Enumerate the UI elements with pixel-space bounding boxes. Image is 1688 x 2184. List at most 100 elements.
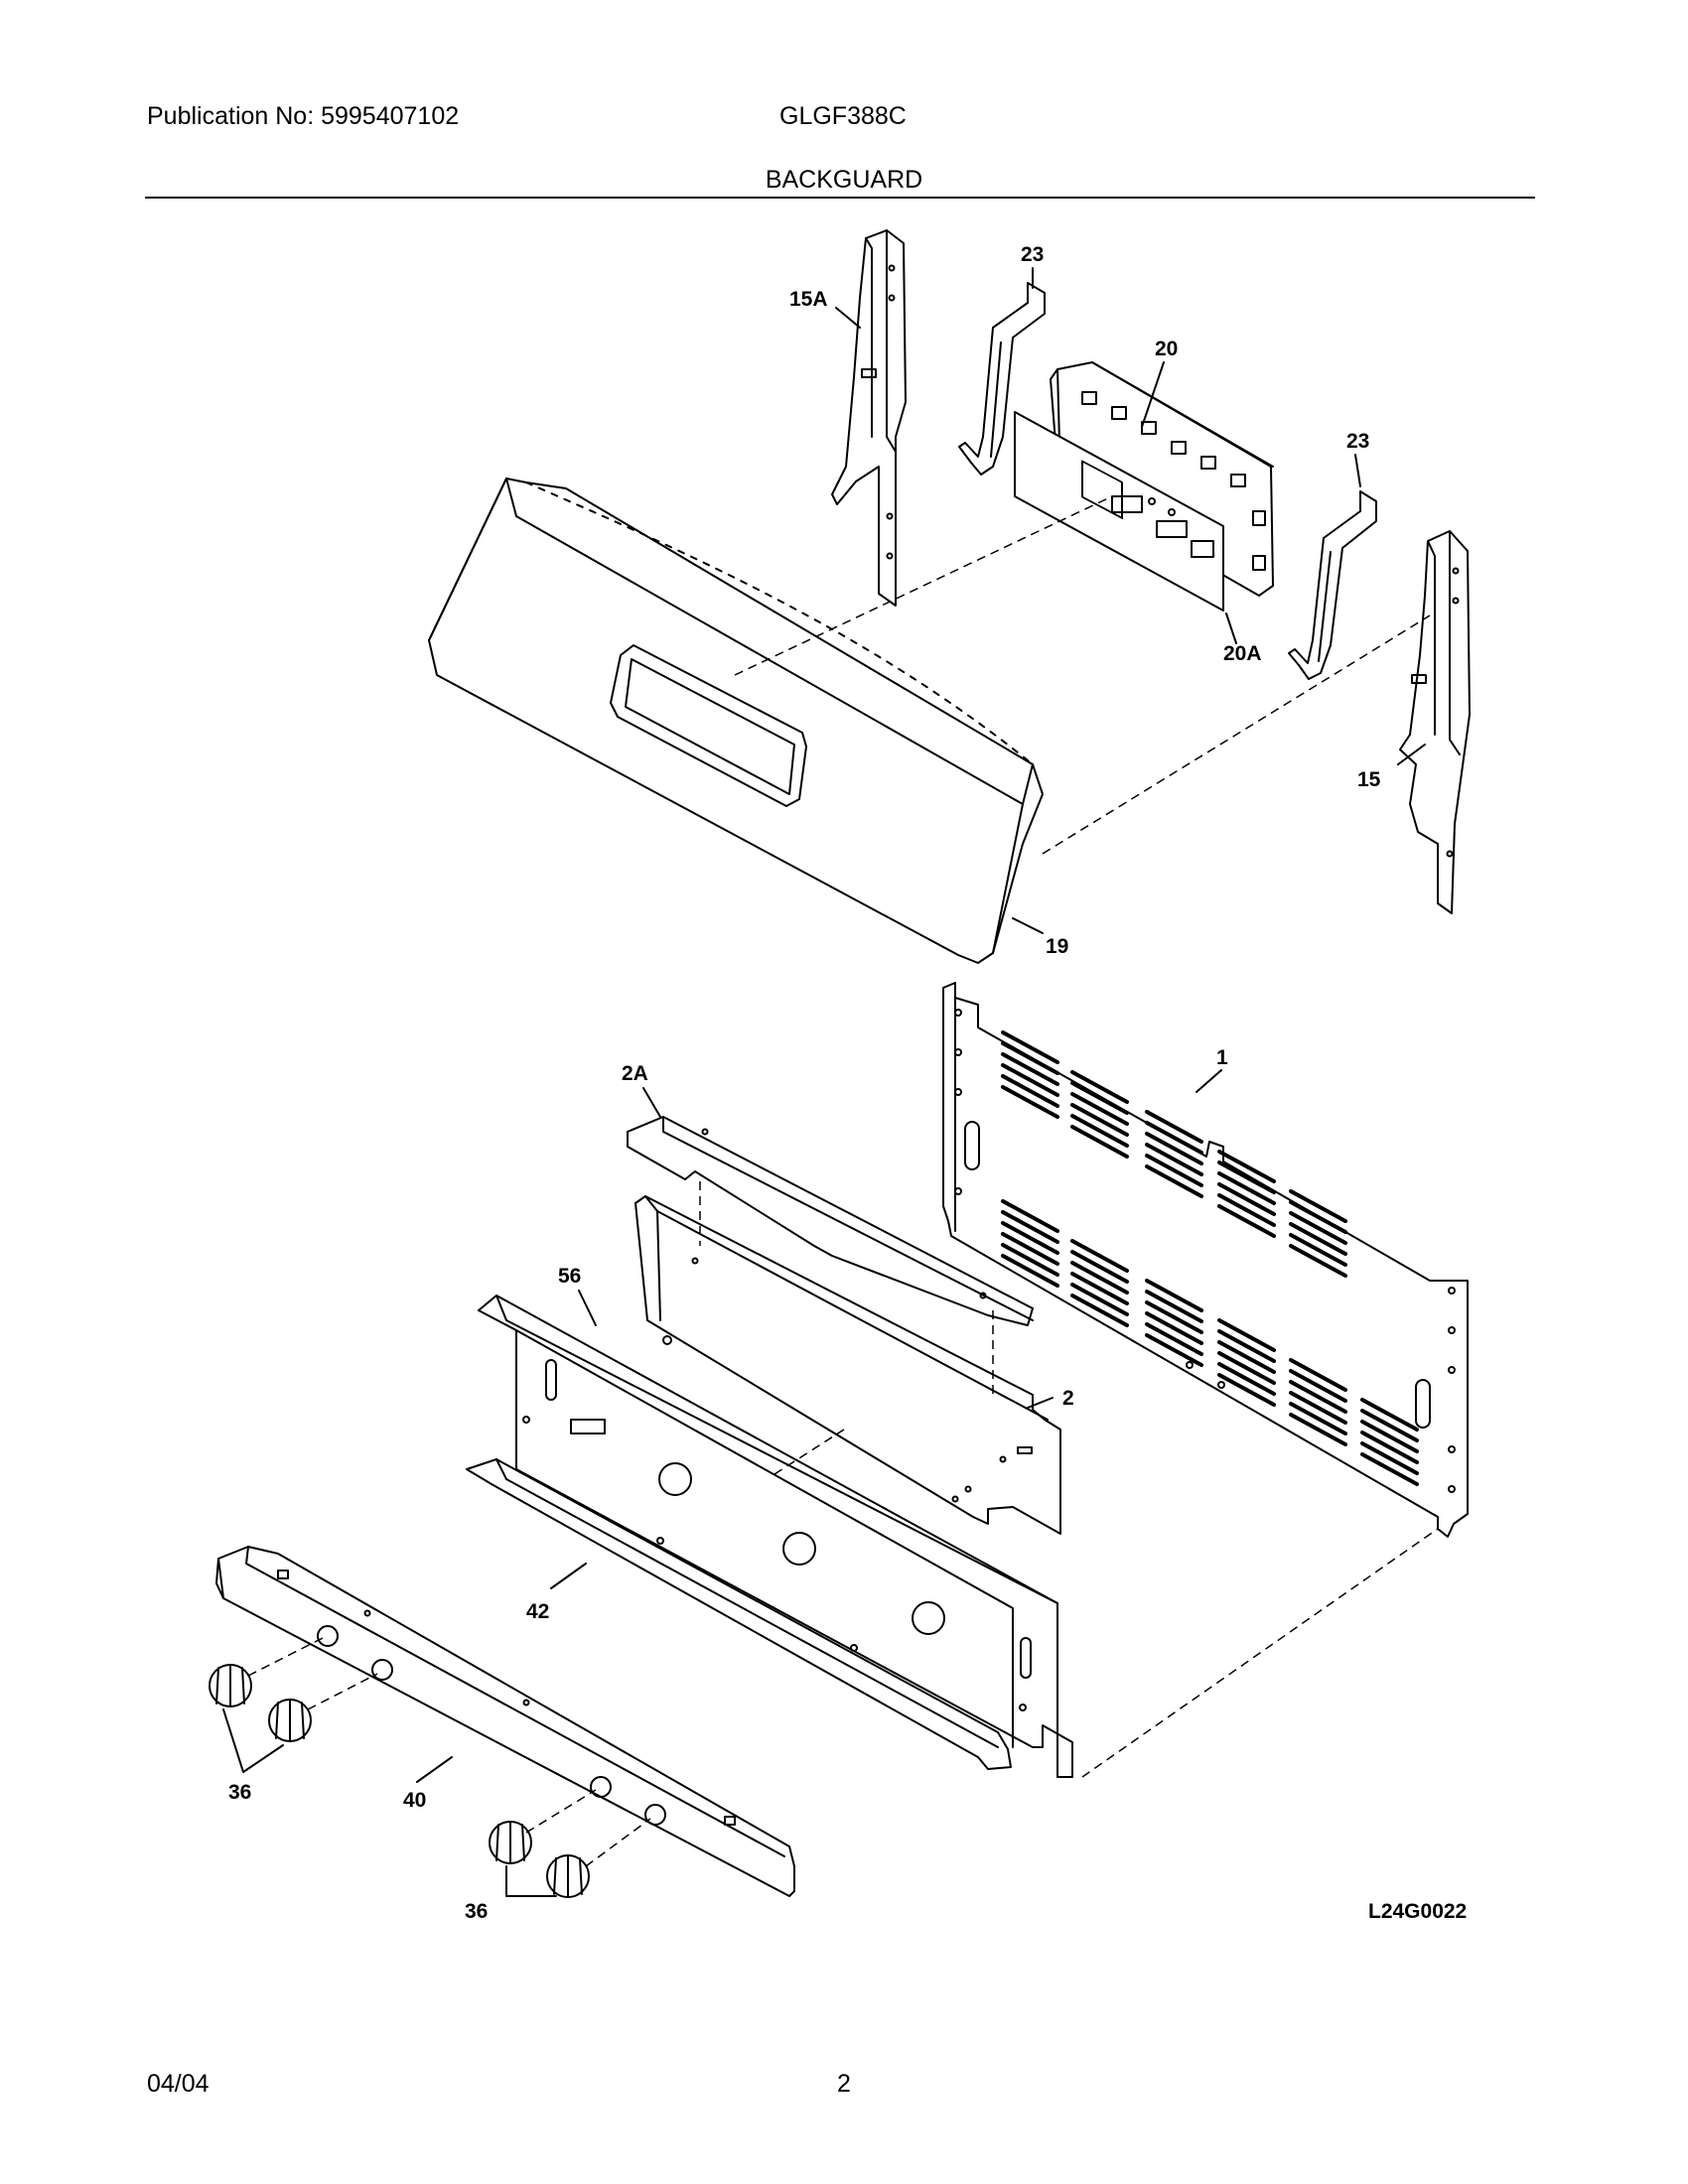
callout-36-upper: 36 — [228, 1781, 251, 1804]
back-panel-vent-slots — [1001, 1030, 1419, 1486]
callout-15: 15 — [1357, 768, 1381, 791]
vent-slot — [1289, 1402, 1347, 1435]
part-56-manifold-panel — [478, 1295, 1073, 1778]
part-20A-display-overlay — [1014, 411, 1224, 612]
vent-slot — [1001, 1063, 1059, 1097]
vent-slot — [1217, 1150, 1276, 1183]
vent-slot — [1360, 1441, 1419, 1475]
callout-36-lower: 36 — [465, 1900, 488, 1923]
part-36-knob-3 — [489, 1821, 532, 1864]
footer-page-number: 2 — [837, 2070, 851, 2098]
guide-line-board-to-console — [734, 495, 1113, 676]
vent-slot — [1070, 1239, 1129, 1273]
vent-slot — [1145, 1121, 1203, 1155]
vent-slot — [1289, 1369, 1347, 1403]
footer-date: 04/04 — [147, 2070, 210, 2098]
vent-slot — [1217, 1160, 1276, 1194]
vent-slot — [1145, 1322, 1203, 1356]
vent-slot — [1145, 1110, 1203, 1144]
vent-slot — [1070, 1092, 1129, 1126]
callout-2A: 2A — [622, 1062, 648, 1085]
callout-1: 1 — [1216, 1046, 1228, 1069]
guide-line-knob-4 — [585, 1818, 651, 1867]
part-15A-left-end-bracket — [831, 229, 907, 607]
vent-slot — [1217, 1351, 1276, 1385]
callout-2: 2 — [1062, 1387, 1074, 1410]
vent-slot — [1217, 1373, 1276, 1407]
vent-slot — [1070, 1125, 1129, 1159]
vent-slot — [1145, 1164, 1203, 1198]
callout-42: 42 — [526, 1600, 549, 1623]
vent-slot — [1289, 1189, 1347, 1223]
vent-slot — [1289, 1244, 1347, 1278]
vent-slot — [1289, 1222, 1347, 1256]
model-number: GLGF388C — [779, 102, 907, 130]
publication-number: Publication No: 5995407102 — [147, 102, 460, 130]
vent-slot — [1217, 1204, 1276, 1238]
vent-slot — [1001, 1041, 1059, 1075]
part-23-lower-bracket-clip — [1288, 490, 1377, 680]
guide-line-console-to-bracket — [1042, 614, 1431, 855]
callout-23-upper: 23 — [1021, 243, 1044, 266]
part-19-backguard-console — [428, 478, 1044, 964]
vent-slot — [1001, 1199, 1059, 1233]
callout-40: 40 — [403, 1789, 426, 1812]
guide-line-knob-2 — [307, 1673, 378, 1710]
vent-slot — [1360, 1420, 1419, 1453]
vent-slot — [1360, 1409, 1419, 1442]
vent-slot — [1001, 1085, 1059, 1119]
drawing-code: L24G0022 — [1368, 1900, 1467, 1923]
vent-slot — [1070, 1114, 1129, 1148]
callout-20: 20 — [1155, 338, 1178, 360]
vent-slot — [1289, 1200, 1347, 1234]
part-36-knob-2 — [268, 1699, 312, 1742]
vent-slot — [1070, 1250, 1129, 1284]
vent-slot — [1145, 1311, 1203, 1345]
vent-slot — [1217, 1171, 1276, 1205]
vent-slot — [1360, 1452, 1419, 1486]
part-2A-top-cover — [627, 1116, 1034, 1326]
vent-slot — [1360, 1398, 1419, 1432]
part-2-heat-shield — [634, 1195, 1061, 1535]
vent-slot — [1001, 1243, 1059, 1277]
guide-line-knob-3 — [525, 1789, 597, 1834]
vent-slot — [1145, 1290, 1203, 1323]
vent-slot — [1001, 1052, 1059, 1086]
vent-slot — [1217, 1362, 1276, 1396]
vent-slot — [1289, 1413, 1347, 1446]
vent-slot — [1001, 1210, 1059, 1244]
part-1-back-panel — [942, 982, 1469, 1538]
part-36-knob-4 — [546, 1854, 590, 1898]
vent-slot — [1289, 1391, 1347, 1425]
vent-slot — [1070, 1070, 1129, 1104]
part-15-right-end-bracket — [1399, 530, 1471, 914]
callout-20A: 20A — [1223, 642, 1262, 665]
part-40-front-control-panel — [215, 1546, 795, 1897]
vent-slot — [1001, 1030, 1059, 1064]
vent-slot — [1145, 1143, 1203, 1176]
guide-line-panel-to-back — [1081, 1528, 1439, 1778]
vent-slot — [1217, 1340, 1276, 1374]
part-36-knob-1 — [209, 1664, 252, 1707]
callout-23-lower: 23 — [1346, 430, 1369, 453]
vent-slot — [1289, 1380, 1347, 1414]
vent-slot — [1001, 1074, 1059, 1108]
header-rule — [145, 197, 1535, 199]
page-title: BACKGUARD — [765, 166, 923, 194]
vent-slot — [1217, 1182, 1276, 1216]
part-23-upper-bracket-clip — [958, 282, 1046, 476]
vent-slot — [1001, 1221, 1059, 1255]
callout-19: 19 — [1046, 935, 1068, 958]
vent-slot — [1070, 1272, 1129, 1305]
vent-slot — [1217, 1318, 1276, 1352]
vent-slot — [1001, 1254, 1059, 1288]
vent-slot — [1070, 1283, 1129, 1316]
callout-15A: 15A — [789, 288, 828, 311]
vent-slot — [1145, 1333, 1203, 1367]
vent-slot — [1070, 1081, 1129, 1115]
vent-slot — [1289, 1211, 1347, 1245]
vent-slot — [1217, 1329, 1276, 1363]
vent-slot — [1145, 1279, 1203, 1312]
callout-56: 56 — [558, 1265, 581, 1288]
